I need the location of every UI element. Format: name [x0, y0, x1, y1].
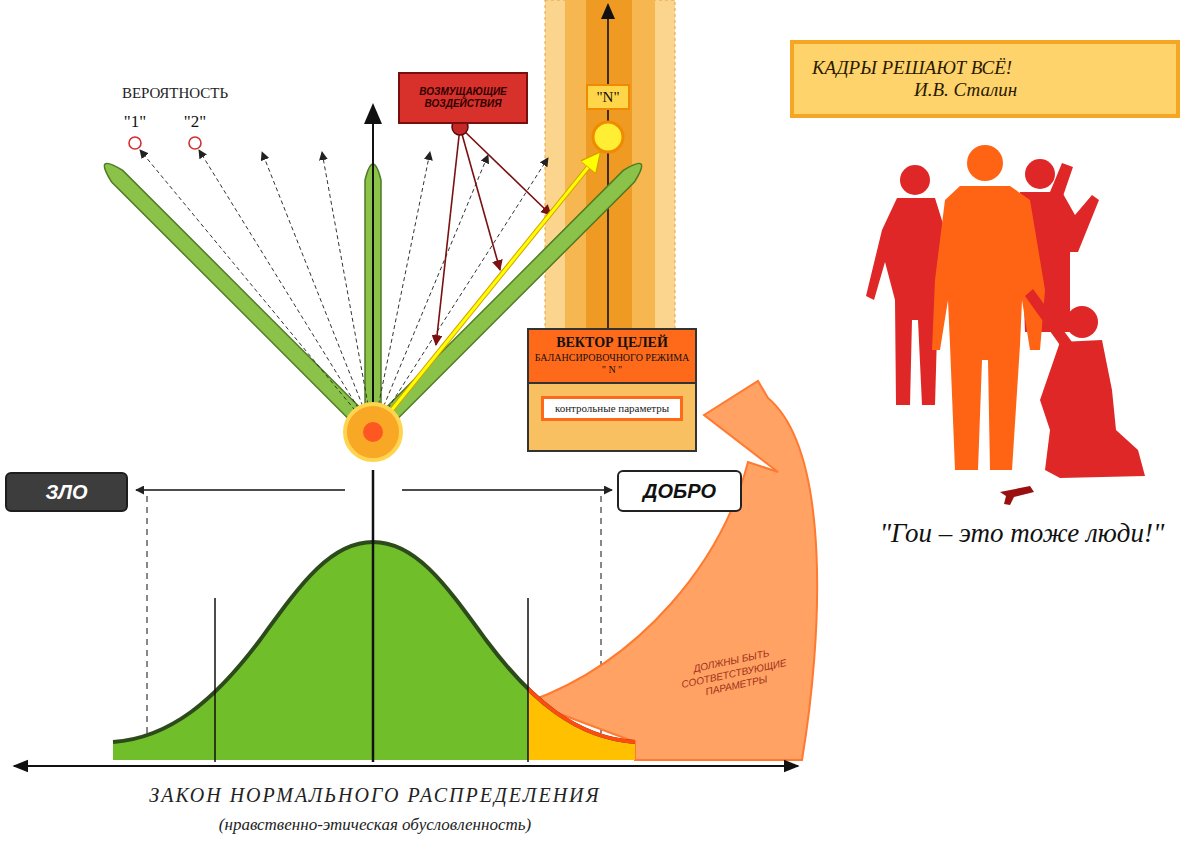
disturbance-ray [460, 127, 500, 270]
quote-box: КАДРЫ РЕШАЮТ ВСЁ!И.В. Сталин [790, 40, 1180, 118]
sigma-line [214, 598, 216, 762]
main-axis [372, 122, 374, 420]
evil-bound [147, 496, 148, 760]
goal-axis-head [601, 3, 615, 19]
evil-box: ЗЛО [5, 472, 128, 512]
goal-vector-box: ВЕКТОР ЦЕЛЕЙБАЛАНСИРОВОЧНОГО РЕЖИМА " N … [527, 328, 697, 452]
goal-axis [607, 18, 609, 328]
person-arm [1025, 289, 1072, 348]
origin-circle [345, 404, 401, 460]
node-text: "N" [596, 89, 619, 106]
sigma-line [527, 598, 529, 762]
probability-point [129, 137, 141, 149]
goal-marker-box: "N" [586, 84, 630, 110]
person-head [900, 165, 930, 195]
person-body [1040, 340, 1145, 478]
probability-ray [373, 152, 430, 432]
evil-arrow [136, 489, 345, 491]
node-text: КАДРЫ РЕШАЮТ ВСЁ! [808, 57, 1162, 79]
node-text: контрольные параметры [548, 402, 676, 415]
node-text: БАЛАНСИРОВОЧНОГО РЕЖИМА " N " [529, 352, 695, 384]
disturbance-box: ВОЗМУЩАЮЩИЕ ВОЗДЕЙСТВИЯ [398, 72, 528, 124]
person-arm [1050, 163, 1073, 196]
control-params-box: контрольные параметры [541, 396, 683, 421]
person-head [967, 145, 1003, 181]
goal-column-outer [545, 0, 675, 330]
origin-core [363, 422, 383, 442]
main-axis-head [364, 103, 382, 124]
node-text: И.В. Сталин [808, 79, 1162, 101]
node-text: ВЕКТОР ЦЕЛЕЙ [529, 330, 695, 352]
probability-point [189, 137, 201, 149]
people-silhouettes [866, 145, 1145, 505]
leaf-left [99, 158, 378, 437]
person-body [932, 186, 1045, 470]
probability-ray [262, 152, 373, 432]
distribution-axis [14, 765, 798, 767]
node-text: ЗЛО [45, 481, 87, 504]
curve-tail [528, 542, 635, 760]
axis-title: ЗАКОН НОРМАЛЬНОГО РАСПРЕДЕЛЕНИЯ [30, 784, 720, 807]
callout-number: "2" [175, 112, 215, 132]
gun [1000, 486, 1034, 505]
node-text: ДОБРО [643, 480, 716, 503]
callout-number: "1" [115, 112, 155, 132]
good-arrow [402, 489, 612, 491]
center-line [372, 470, 375, 762]
probability-ray [140, 150, 373, 432]
good-box: ДОБРО [617, 470, 742, 512]
disturbance-ray [436, 127, 460, 345]
disturbance-ray [460, 127, 551, 215]
quote-caption: "Гои – это тоже люди!" [848, 518, 1196, 549]
person-head [1025, 159, 1055, 189]
probability-label: ВЕРОЯТНОСТЬ [95, 85, 255, 102]
probability-ray [373, 158, 548, 432]
person-head [1066, 306, 1098, 338]
probability-ray [322, 152, 373, 432]
node-text: ВОЗМУЩАЮЩИЕ ВОЗДЕЙСТВИЯ [404, 86, 522, 110]
axis-subtitle: (нравственно-этическая обусловленность) [30, 815, 720, 835]
goal-point [593, 122, 623, 152]
probability-ray [373, 155, 488, 432]
probability-ray [199, 150, 373, 432]
curve-tail-outline [528, 542, 635, 742]
